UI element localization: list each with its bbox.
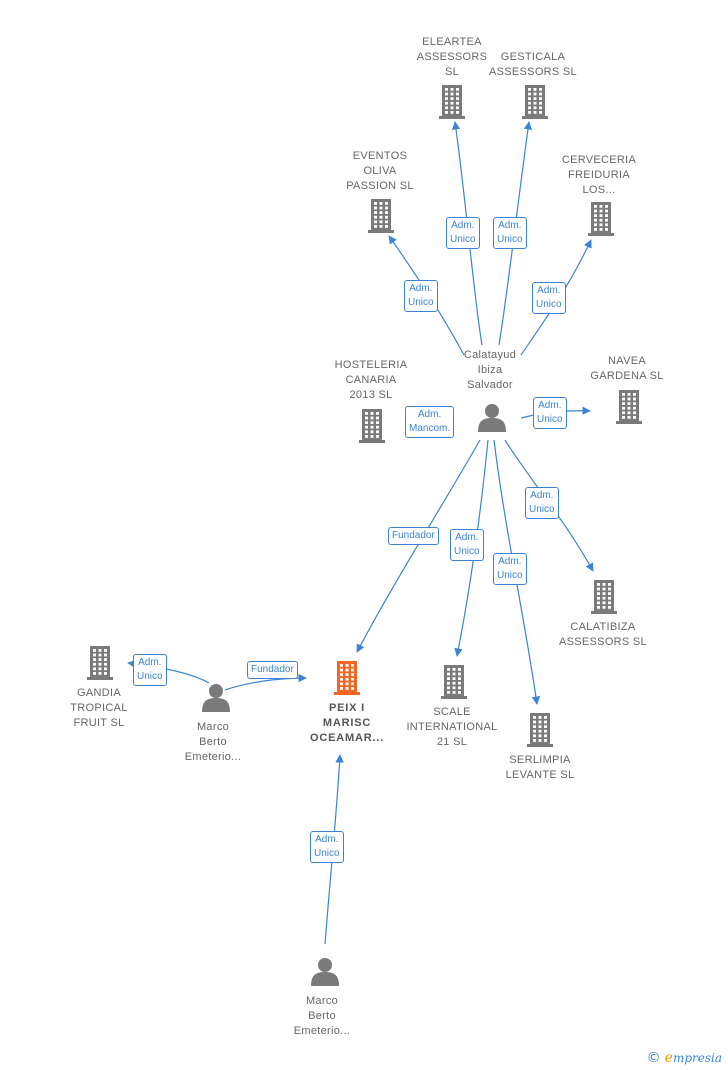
copyright-icon: © [646,1050,661,1066]
building-icon-cerveceria[interactable] [588,202,614,236]
building-icon-peix[interactable] [334,661,360,695]
edge-label-peix[interactable]: Fundador [247,661,298,679]
edge-label-hosteleria[interactable]: Adm.Mancom. [405,406,455,438]
building-icon-scale[interactable] [441,665,467,699]
edge-calatayud-peix [356,439,481,653]
edge-label-eventos[interactable]: Adm.Unico [404,280,438,312]
person-icon-calatayud[interactable] [478,404,506,432]
building-icon-gesticala[interactable] [522,85,548,119]
edge-label-gandia[interactable]: Adm.Unico [133,654,167,686]
building-icon-hosteleria[interactable] [359,409,385,443]
building-icon-serlimpia[interactable] [527,713,553,747]
building-icon-eventos[interactable] [368,199,394,233]
edge-label-eleartea[interactable]: Adm.Unico [446,217,480,249]
building-icon-calatibiza[interactable] [591,580,617,614]
edge-label-serlimpia[interactable]: Adm.Unico [493,553,527,585]
edge-label-calatibiza[interactable]: Adm.Unico [525,487,559,519]
building-icon-eleartea[interactable] [439,85,465,119]
edge-label-peix[interactable]: Fundador [388,527,439,545]
edge-label-navea[interactable]: Adm.Unico [533,397,567,429]
edge-label-cerveceria[interactable]: Adm.Unico [532,282,566,314]
edge-marco1-peix [224,673,307,691]
empresia-logo: ©empresia [646,1050,722,1066]
edge-label-gesticala[interactable]: Adm.Unico [493,217,527,249]
building-icon-gandia[interactable] [87,646,113,680]
edge-label-peix[interactable]: Adm.Unico [310,831,344,863]
edge-label-scale[interactable]: Adm.Unico [450,529,484,561]
person-icon-marco2[interactable] [311,958,339,986]
building-icon-navea[interactable] [616,390,642,424]
person-icon-marco1[interactable] [202,684,230,712]
